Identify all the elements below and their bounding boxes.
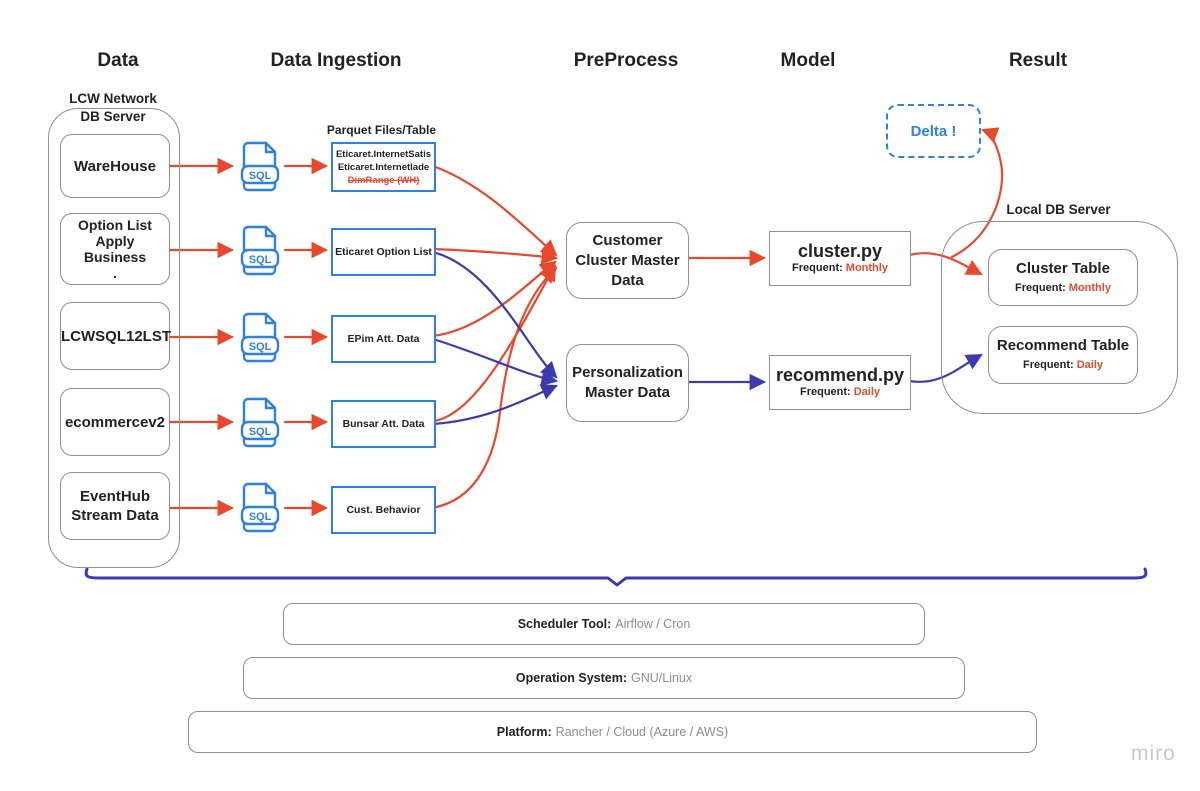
- scheduler-tool-bar[interactable]: Scheduler Tool: Airflow / Cron: [283, 603, 925, 645]
- source-node-eventhub-label: EventHub Stream Data: [71, 488, 159, 524]
- result-node-cluster-table-frequency: Frequent:Monthly: [1015, 281, 1111, 296]
- source-node-ecommercev2-label: ecommercev2: [64, 413, 166, 431]
- lcw-network-db-server-group[interactable]: [48, 108, 180, 568]
- preprocess-node-customer-cluster[interactable]: Customer Cluster Master Data: [566, 222, 689, 299]
- column-header-result: Result: [1008, 50, 1068, 71]
- sql-file-icon-3[interactable]: SQL: [237, 311, 283, 365]
- lcw-network-db-server-label: LCW Network DB Server: [69, 91, 157, 124]
- source-node-option-list[interactable]: Option List Apply Business .: [60, 213, 170, 285]
- result-node-recommend-table-title: Recommend Table: [996, 337, 1130, 354]
- platform-bar[interactable]: Platform: Rancher / Cloud (Azure / AWS): [188, 711, 1037, 753]
- preprocess-node-personalization-label: Personalization Master Data: [572, 364, 683, 401]
- column-header-data: Data: [97, 50, 139, 71]
- sql-to-ingestion-arrows: [283, 157, 329, 517]
- miro-watermark: miro: [1131, 742, 1176, 765]
- sql-icon-label: SQL: [249, 341, 272, 353]
- scheduler-tool-value: Airflow / Cron: [615, 617, 691, 631]
- frequency-value: Monthly: [1068, 281, 1111, 294]
- result-node-recommend-table-frequency: Frequent:Daily: [1023, 358, 1103, 373]
- preprocess-node-personalization[interactable]: Personalization Master Data: [566, 344, 689, 422]
- ingestion-node-epim-label: EPim Att. Data: [347, 332, 420, 345]
- operation-system-value: GNU/Linux: [631, 671, 693, 685]
- ingestion-node-eticaret-option-list-label: Eticaret Option List: [335, 245, 432, 258]
- sql-file-icon-1[interactable]: SQL: [237, 140, 283, 194]
- delta-callout[interactable]: Delta !: [886, 104, 981, 158]
- source-node-warehouse-label: WareHouse: [74, 157, 156, 175]
- result-node-cluster-table-title: Cluster Table: [1016, 259, 1110, 277]
- ingestion-to-customer-cluster-arrows: [430, 164, 559, 510]
- frequency-value: Daily: [1076, 359, 1104, 371]
- ingestion-node-epim[interactable]: EPim Att. Data: [331, 315, 436, 363]
- sql-file-icon-2[interactable]: SQL: [237, 224, 283, 278]
- frequency-label: Frequent:: [1015, 281, 1066, 294]
- model-node-recommend-py-frequency: Frequent:Daily: [800, 385, 880, 400]
- source-node-ecommercev2[interactable]: ecommercev2: [60, 388, 170, 456]
- delta-callout-label: Delta !: [910, 122, 957, 140]
- sql-icon-label: SQL: [249, 170, 272, 182]
- scheduler-tool-label: Scheduler Tool:: [517, 617, 612, 631]
- preprocess-to-model-arrows: [686, 249, 767, 391]
- model-node-recommend-py-title: recommend.py: [775, 365, 905, 385]
- parquet-files-caption: Parquet Files/Table: [326, 123, 437, 137]
- frequency-label: Frequent:: [1022, 359, 1074, 371]
- column-header-preprocess: PreProcess: [573, 50, 679, 71]
- parquet-line-2: Eticaret.InternetIade: [337, 161, 430, 173]
- model-node-cluster-py-title: cluster.py: [797, 241, 883, 261]
- result-node-cluster-table[interactable]: Cluster Table Frequent:Monthly: [988, 249, 1138, 306]
- ingestion-node-bunsar-label: Bunsar Att. Data: [342, 417, 425, 430]
- ingestion-node-parquet[interactable]: Eticaret.InternetSatis Eticaret.Internet…: [331, 142, 436, 192]
- sql-icon-label: SQL: [249, 426, 272, 438]
- frequency-value: Daily: [853, 386, 881, 398]
- ingestion-node-cust-behavior[interactable]: Cust. Behavior: [331, 486, 436, 534]
- model-node-cluster-py[interactable]: cluster.py Frequent:Monthly: [769, 231, 911, 286]
- sql-icon-label: SQL: [249, 511, 272, 523]
- sql-file-icon-4[interactable]: SQL: [237, 396, 283, 450]
- local-db-server-label: Local DB Server: [1006, 202, 1111, 217]
- column-header-model: Model: [780, 50, 836, 71]
- operation-system-bar[interactable]: Operation System: GNU/Linux: [243, 657, 965, 699]
- ingestion-node-bunsar[interactable]: Bunsar Att. Data: [331, 400, 436, 448]
- ingestion-node-cust-behavior-label: Cust. Behavior: [346, 503, 421, 516]
- source-to-sql-arrows: [166, 157, 235, 517]
- result-node-recommend-table[interactable]: Recommend Table Frequent:Daily: [988, 326, 1138, 384]
- source-node-option-list-label: Option List Apply Business .: [78, 217, 152, 281]
- ingestion-node-eticaret-option-list[interactable]: Eticaret Option List: [331, 228, 436, 276]
- operation-system-label: Operation System:: [515, 671, 627, 685]
- preprocess-node-customer-cluster-label: Customer Cluster Master Data: [575, 231, 680, 289]
- source-node-lcwsql12lst-label: LCWSQL12LST: [61, 327, 172, 345]
- local-db-server-group[interactable]: [941, 221, 1178, 414]
- model-node-cluster-py-frequency: Frequent:Monthly: [792, 261, 888, 276]
- parquet-line-3-strikethrough: DimRange (WH): [347, 174, 420, 186]
- parquet-line-1: Eticaret.InternetSatis: [335, 148, 432, 160]
- column-header-data-ingestion: Data Ingestion: [270, 50, 402, 71]
- ingestion-to-personalization-arrows: [431, 250, 559, 426]
- source-node-lcwsql12lst[interactable]: LCWSQL12LST: [60, 302, 172, 370]
- platform-value: Rancher / Cloud (Azure / AWS): [555, 725, 729, 739]
- frequency-value: Monthly: [845, 262, 888, 274]
- infrastructure-brace-line: [84, 567, 1148, 587]
- sql-file-icon-5[interactable]: SQL: [237, 481, 283, 535]
- model-node-recommend-py[interactable]: recommend.py Frequent:Daily: [769, 355, 911, 410]
- source-node-warehouse[interactable]: WareHouse: [60, 134, 170, 198]
- source-node-eventhub[interactable]: EventHub Stream Data: [60, 472, 170, 540]
- sql-icon-label: SQL: [249, 254, 272, 266]
- frequency-label: Frequent:: [792, 262, 843, 274]
- platform-label: Platform:: [496, 725, 552, 739]
- frequency-label: Frequent:: [799, 386, 851, 398]
